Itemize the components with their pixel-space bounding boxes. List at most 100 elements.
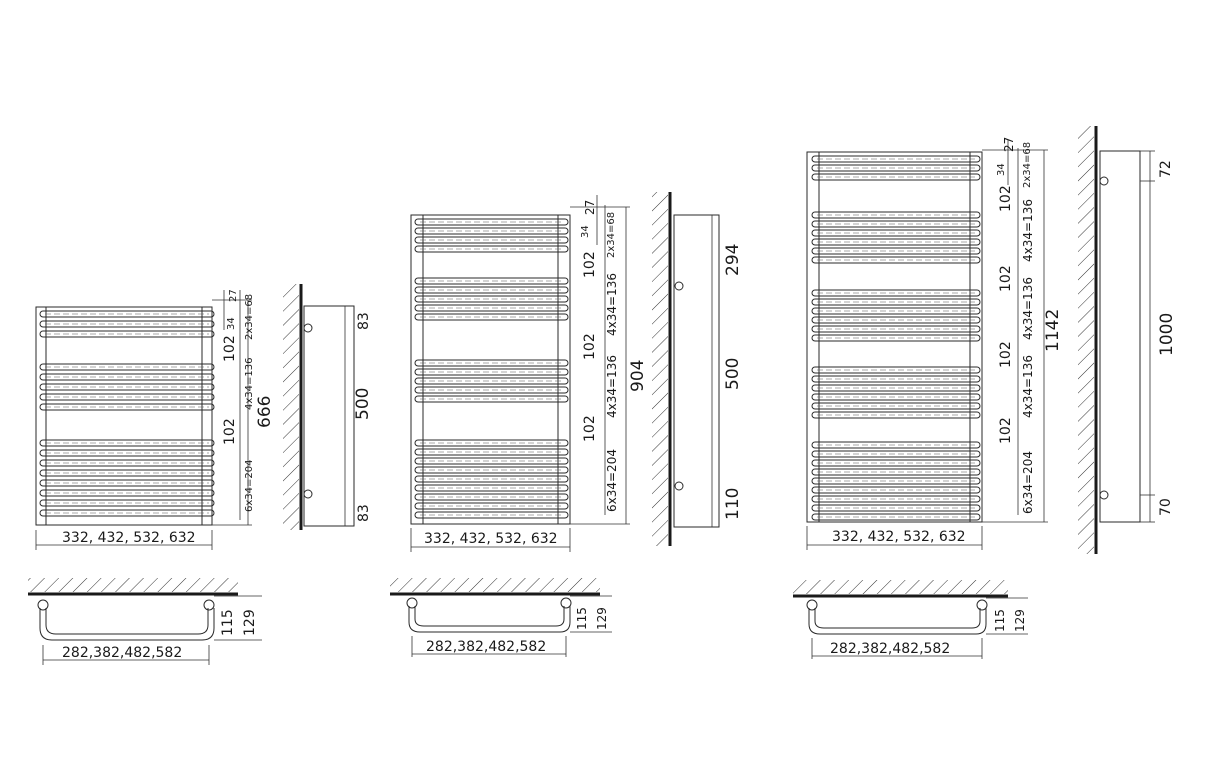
radiator-tube bbox=[39, 459, 215, 467]
radiator-tube bbox=[39, 383, 215, 391]
radiator-tube bbox=[39, 509, 215, 517]
radiator-tube bbox=[414, 286, 569, 294]
radiator-tube bbox=[414, 493, 569, 501]
radiator-tube bbox=[811, 495, 981, 503]
radiator-tube bbox=[811, 393, 981, 401]
radiator-tube bbox=[414, 359, 569, 367]
small-width-label: 332, 432, 532, 632 bbox=[62, 530, 196, 546]
radiator-tube bbox=[39, 330, 215, 338]
radiator-tube bbox=[811, 384, 981, 392]
large-radiator-side-view: 72 1000 70 bbox=[1078, 126, 1177, 554]
medium-group-top: 2x34=68 bbox=[606, 212, 617, 258]
radiator-tube bbox=[811, 211, 981, 219]
large-plan-width: 282,382,482,582 bbox=[830, 641, 950, 657]
large-radiator-dimensions: 332, 432, 532, 632 1142 27 34 2x34=68 10… bbox=[806, 137, 1063, 550]
small-group-top: 2x34=68 bbox=[244, 294, 255, 340]
radiator-tube bbox=[811, 441, 981, 449]
radiator-tube bbox=[811, 164, 981, 172]
radiator-tube bbox=[811, 289, 981, 297]
radiator-tube bbox=[811, 411, 981, 419]
medium-side-mid: 500 bbox=[723, 358, 743, 390]
small-side-top: 83 bbox=[356, 312, 372, 330]
radiator-tube bbox=[39, 489, 215, 497]
small-height-label: 666 bbox=[255, 396, 275, 428]
small-plan-depth-inner: 115 bbox=[220, 609, 236, 636]
medium-plan-width: 282,382,482,582 bbox=[426, 639, 546, 655]
large-plan-depth-inner: 115 bbox=[993, 609, 1007, 632]
radiator-tube bbox=[811, 375, 981, 383]
radiator-tube bbox=[811, 238, 981, 246]
radiator-tube bbox=[39, 310, 215, 318]
radiator-tube bbox=[414, 304, 569, 312]
radiator-tube bbox=[811, 220, 981, 228]
medium-pitch-34: 34 bbox=[580, 225, 591, 238]
small-group-mid: 4x34=136 bbox=[244, 358, 255, 410]
medium-width-label: 332, 432, 532, 632 bbox=[424, 531, 558, 547]
radiator-tube bbox=[414, 368, 569, 376]
medium-side-bottom: 110 bbox=[723, 488, 743, 520]
small-radiator-plan-view: 282,382,482,582 115 129 bbox=[28, 578, 262, 665]
radiator-tube bbox=[39, 499, 215, 507]
large-radiator-plan-view: 282,382,482,582 115 129 bbox=[793, 580, 1028, 659]
large-group-4: 4x34=136 bbox=[1021, 355, 1035, 418]
large-group-3: 4x34=136 bbox=[1021, 277, 1035, 340]
radiator-tube bbox=[39, 469, 215, 477]
radiator-tube bbox=[811, 173, 981, 181]
small-pitch-27: 27 bbox=[228, 289, 239, 302]
radiator-tube bbox=[811, 486, 981, 494]
radiator-tube bbox=[811, 298, 981, 306]
radiator-tube bbox=[414, 502, 569, 510]
radiator-tube bbox=[414, 227, 569, 235]
medium-radiator-side-view: 294 500 110 bbox=[652, 192, 743, 546]
small-side-bottom: 83 bbox=[356, 504, 372, 522]
radiator-tube bbox=[414, 277, 569, 285]
radiator-tube bbox=[811, 366, 981, 374]
radiator-tube bbox=[414, 245, 569, 253]
radiator-tube bbox=[811, 402, 981, 410]
radiator-tube bbox=[39, 363, 215, 371]
radiator-tube bbox=[811, 513, 981, 521]
large-gap-4: 102 bbox=[998, 417, 1014, 444]
radiator-tube bbox=[811, 229, 981, 237]
radiator-tube bbox=[811, 307, 981, 315]
medium-radiator-plan-view: 282,382,482,582 115 129 bbox=[390, 578, 612, 657]
medium-group-3: 4x34=136 bbox=[605, 355, 619, 418]
radiator-tube bbox=[811, 459, 981, 467]
large-width-label: 332, 432, 532, 632 bbox=[832, 529, 966, 545]
radiator-tube bbox=[811, 468, 981, 476]
medium-group-bottom: 6x34=204 bbox=[605, 449, 619, 512]
medium-side-top: 294 bbox=[723, 244, 743, 276]
medium-pitch-27: 27 bbox=[583, 200, 597, 215]
small-radiator-side-view: 83 500 83 bbox=[283, 284, 373, 530]
large-group-2: 4x34=136 bbox=[1021, 199, 1035, 262]
medium-group-2: 4x34=136 bbox=[605, 273, 619, 336]
medium-plan-depth-outer: 129 bbox=[595, 607, 609, 630]
medium-radiator-dimensions: 332, 432, 532, 632 904 27 34 2x34=68 102… bbox=[410, 195, 648, 552]
medium-gap-3: 102 bbox=[582, 415, 598, 442]
radiator-tube bbox=[414, 511, 569, 519]
radiator-tube bbox=[811, 316, 981, 324]
radiator-tube bbox=[39, 373, 215, 381]
medium-height-label: 904 bbox=[628, 360, 648, 392]
large-side-mid: 1000 bbox=[1157, 313, 1177, 356]
radiator-tube bbox=[811, 477, 981, 485]
radiator-tube bbox=[39, 393, 215, 401]
radiator-tube bbox=[414, 448, 569, 456]
medium-gap-2: 102 bbox=[582, 333, 598, 360]
radiator-tube bbox=[414, 313, 569, 321]
small-group-bottom: 6x34=204 bbox=[244, 460, 255, 512]
radiator-tube bbox=[414, 484, 569, 492]
radiator-tube bbox=[811, 325, 981, 333]
large-radiator-front-view bbox=[806, 151, 983, 523]
small-plan-depth-outer: 129 bbox=[242, 609, 258, 636]
radiator-tube bbox=[414, 386, 569, 394]
radiator-tube bbox=[414, 466, 569, 474]
radiator-tube bbox=[414, 218, 569, 226]
radiator-tube bbox=[414, 457, 569, 465]
small-plan-width: 282,382,482,582 bbox=[62, 645, 182, 661]
radiator-tube bbox=[39, 449, 215, 457]
large-group-bottom: 6x34=204 bbox=[1021, 451, 1035, 514]
small-radiator-dimensions: 332, 432, 532, 632 666 27 34 2x34=68 102… bbox=[35, 289, 275, 550]
radiator-tube bbox=[414, 395, 569, 403]
large-pitch-34: 34 bbox=[996, 163, 1007, 176]
